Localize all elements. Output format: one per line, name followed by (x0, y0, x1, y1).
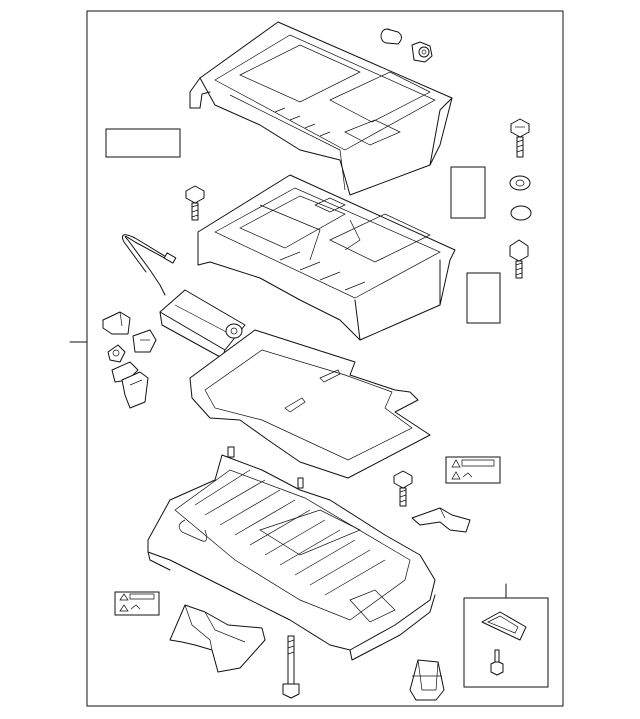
clip-1[interactable] (108, 345, 125, 362)
label-plate-2[interactable] (451, 167, 485, 218)
wire-harness[interactable] (122, 235, 175, 295)
long-bolt[interactable] (283, 636, 299, 698)
tray[interactable] (198, 175, 455, 340)
bracket-3[interactable] (112, 362, 148, 408)
battery-case[interactable] (148, 447, 435, 660)
warning-label-2[interactable] (115, 592, 159, 615)
label-plate-1[interactable] (106, 129, 180, 157)
upper-cover[interactable] (190, 22, 452, 195)
bracket-1[interactable] (103, 312, 130, 334)
insulator-sheet[interactable] (190, 330, 430, 478)
bolt-2[interactable] (510, 240, 528, 278)
bracket-4[interactable] (412, 508, 470, 532)
bolt-4[interactable] (394, 471, 412, 506)
washer-2[interactable] (511, 206, 531, 220)
bracket-6[interactable] (410, 660, 444, 700)
bracket-5[interactable] (170, 605, 265, 672)
bracket-2[interactable] (133, 330, 156, 352)
detail-inset[interactable] (464, 584, 548, 687)
bolt-1[interactable] (511, 119, 529, 157)
warning-label-1[interactable] (446, 457, 500, 483)
bolt-3[interactable] (186, 186, 204, 220)
washer-1[interactable] (510, 176, 530, 190)
mount-nut[interactable] (412, 42, 432, 62)
diagram-frame (87, 11, 563, 706)
label-plate-3[interactable] (467, 273, 500, 323)
grommet[interactable] (381, 29, 402, 44)
